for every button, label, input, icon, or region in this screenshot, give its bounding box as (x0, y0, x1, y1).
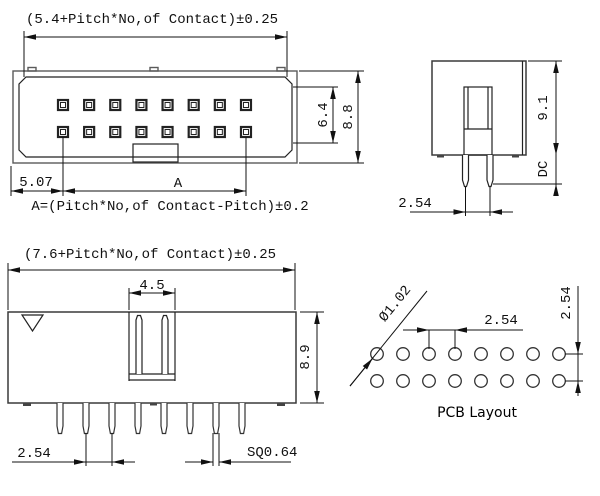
pcb-hole (552, 374, 566, 388)
contact-square-inner (60, 129, 66, 135)
edge-to-pin-label: 5.07 (19, 175, 53, 191)
through-pin (160, 403, 168, 435)
pcb-hole (526, 347, 540, 361)
contact-square-inner (60, 102, 66, 108)
contact-square-inner (138, 129, 145, 135)
side-pin (486, 155, 494, 188)
contact-square-inner (138, 102, 145, 108)
standoff-foot (437, 155, 444, 158)
through-pin (82, 403, 90, 435)
pcb-layout-title: PCB Layout (437, 405, 517, 421)
through-pin (238, 403, 246, 435)
front-view-pins (56, 403, 246, 435)
pcb-hole (396, 374, 410, 388)
contact-square-inner (216, 129, 223, 135)
front-view-overall-width-label: (7.6+Pitch*No,of Contact)±0.25 (24, 247, 276, 263)
through-pin (108, 403, 116, 435)
top-view-outer-body (12, 70, 298, 164)
pin-span-formula: A=(Pitch*No,of Contact-Pitch)±0.2 (31, 199, 308, 215)
pcb-hole (422, 374, 436, 388)
contact-square-inner (164, 102, 171, 108)
top-view-overall-width-label: (5.4+Pitch*No,of Contact)±0.25 (26, 12, 278, 28)
front-view-dimensions: 2.54 SQ0.64 8.9 (12, 311, 324, 466)
pcb-hole (448, 347, 462, 361)
through-pin (212, 403, 220, 435)
key-width-label: 4.5 (139, 278, 164, 294)
outer-height-label: 8.8 (341, 104, 357, 129)
front-body-height-label: 8.9 (298, 344, 314, 369)
pin-span-label: A (174, 176, 183, 192)
pcb-hole (448, 374, 462, 388)
front-pin-pitch-label: 2.54 (17, 446, 51, 462)
side-view-body (431, 60, 527, 156)
inner-height-label: 6.4 (316, 102, 332, 127)
contact-square-inner (242, 129, 249, 135)
pcb-horizontal-pitch-label: 2.54 (484, 313, 518, 329)
top-view-pin-grid (56, 98, 253, 139)
front-view-body (7, 311, 297, 404)
pin1-triangle-marker (20, 314, 45, 333)
pcb-hole (500, 347, 514, 361)
front-view: (7.6+Pitch*No,of Contact)±0.25 4.5 2.54 (7, 247, 324, 466)
pin-length-label: DC (536, 161, 552, 178)
contact-square-inner (190, 102, 197, 108)
pin-size-label: SQ0.64 (247, 445, 297, 461)
standoff-foot (512, 155, 519, 158)
key-slot-pin (135, 314, 143, 374)
side-view-dimensions: 9.1 DC 2.54 (398, 60, 562, 216)
contact-square-inner (216, 102, 223, 108)
body-height-label: 9.1 (536, 95, 552, 120)
pcb-hole (396, 347, 410, 361)
key-slot-pin (161, 314, 169, 374)
pcb-hole (552, 347, 566, 361)
standoff-foot (277, 403, 285, 406)
contact-square-inner (86, 102, 93, 108)
top-view-dimensions: (5.4+Pitch*No,of Contact)±0.25 5.07 A A=… (10, 12, 364, 215)
pcb-layout: Ø1.02 2.54 2.54 PCB Layout (349, 283, 583, 421)
pcb-hole (474, 347, 488, 361)
side-view: 9.1 DC 2.54 (398, 60, 562, 216)
pcb-hole (474, 374, 488, 388)
standoff-foot (23, 403, 31, 406)
contact-square-inner (112, 102, 119, 108)
side-pin-pitch-label: 2.54 (398, 196, 432, 212)
contact-square-inner (86, 129, 93, 135)
through-pin (56, 403, 64, 435)
pcb-hole (370, 374, 384, 388)
contact-square-inner (164, 129, 171, 135)
key-notch (132, 143, 179, 163)
side-pin (461, 155, 470, 188)
through-pin (186, 403, 194, 435)
top-view: (5.4+Pitch*No,of Contact)±0.25 5.07 A A=… (10, 12, 364, 215)
pcb-hole (500, 374, 514, 388)
side-view-slot (463, 86, 493, 156)
standoff-foot (150, 403, 157, 406)
hole-diameter-label: Ø1.02 (376, 283, 415, 326)
pcb-hole (526, 374, 540, 388)
pcb-vertical-pitch-label: 2.54 (559, 286, 575, 320)
top-view-shroud (18, 76, 293, 158)
contact-square-inner (190, 129, 197, 135)
through-pin (134, 403, 142, 435)
contact-square-inner (112, 129, 119, 135)
contact-square-inner (242, 102, 249, 108)
pcb-hole (422, 347, 436, 361)
pcb-hole-grid (370, 347, 566, 388)
